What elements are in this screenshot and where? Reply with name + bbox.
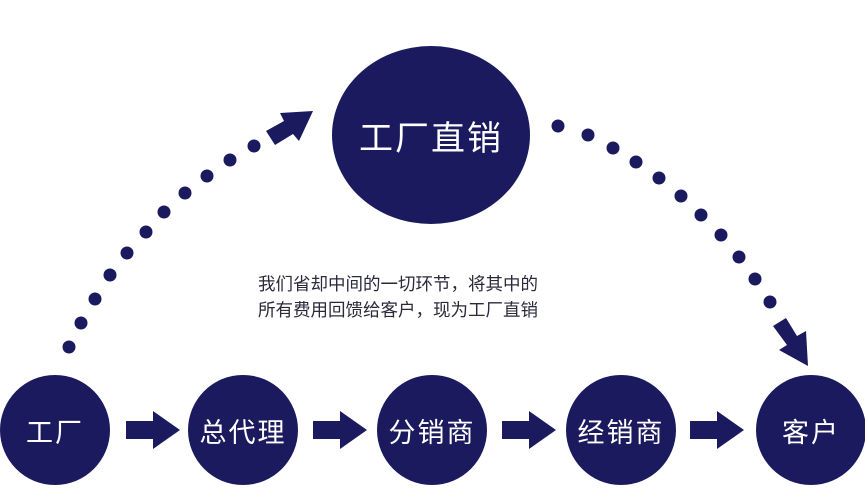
right-arc-arrowhead-icon	[773, 318, 808, 366]
right-dotted-arc	[551, 119, 777, 309]
arrow-right-icon	[690, 411, 744, 449]
node-label: 工厂直销	[359, 118, 503, 159]
arrow-right-icon	[502, 411, 556, 449]
node-general-agent: 总代理	[188, 375, 298, 485]
node-label: 总代理	[199, 417, 287, 449]
node-customer: 客户	[756, 375, 865, 485]
left-arc-arrowhead-icon	[266, 111, 313, 145]
node-label: 分销商	[388, 417, 476, 449]
caption-line-2: 所有费用回馈给客户，现为工厂直销	[258, 301, 538, 321]
arrow-right-icon	[313, 411, 367, 449]
caption-text: 我们省却中间的一切环节，将其中的 所有费用回馈给客户，现为工厂直销	[258, 272, 638, 324]
chain-arrows	[126, 411, 744, 449]
left-dotted-arc	[62, 139, 261, 354]
node-label: 客户	[782, 417, 840, 449]
node-distributor: 分销商	[377, 375, 487, 485]
arrow-right-icon	[126, 411, 180, 449]
node-dealer: 经销商	[566, 375, 676, 485]
node-label: 工厂	[26, 417, 84, 449]
node-factory: 工厂	[0, 375, 110, 485]
caption-line-1: 我们省却中间的一切环节，将其中的	[258, 275, 538, 295]
node-factory-direct: 工厂直销	[332, 46, 530, 224]
node-label: 经销商	[577, 417, 665, 449]
